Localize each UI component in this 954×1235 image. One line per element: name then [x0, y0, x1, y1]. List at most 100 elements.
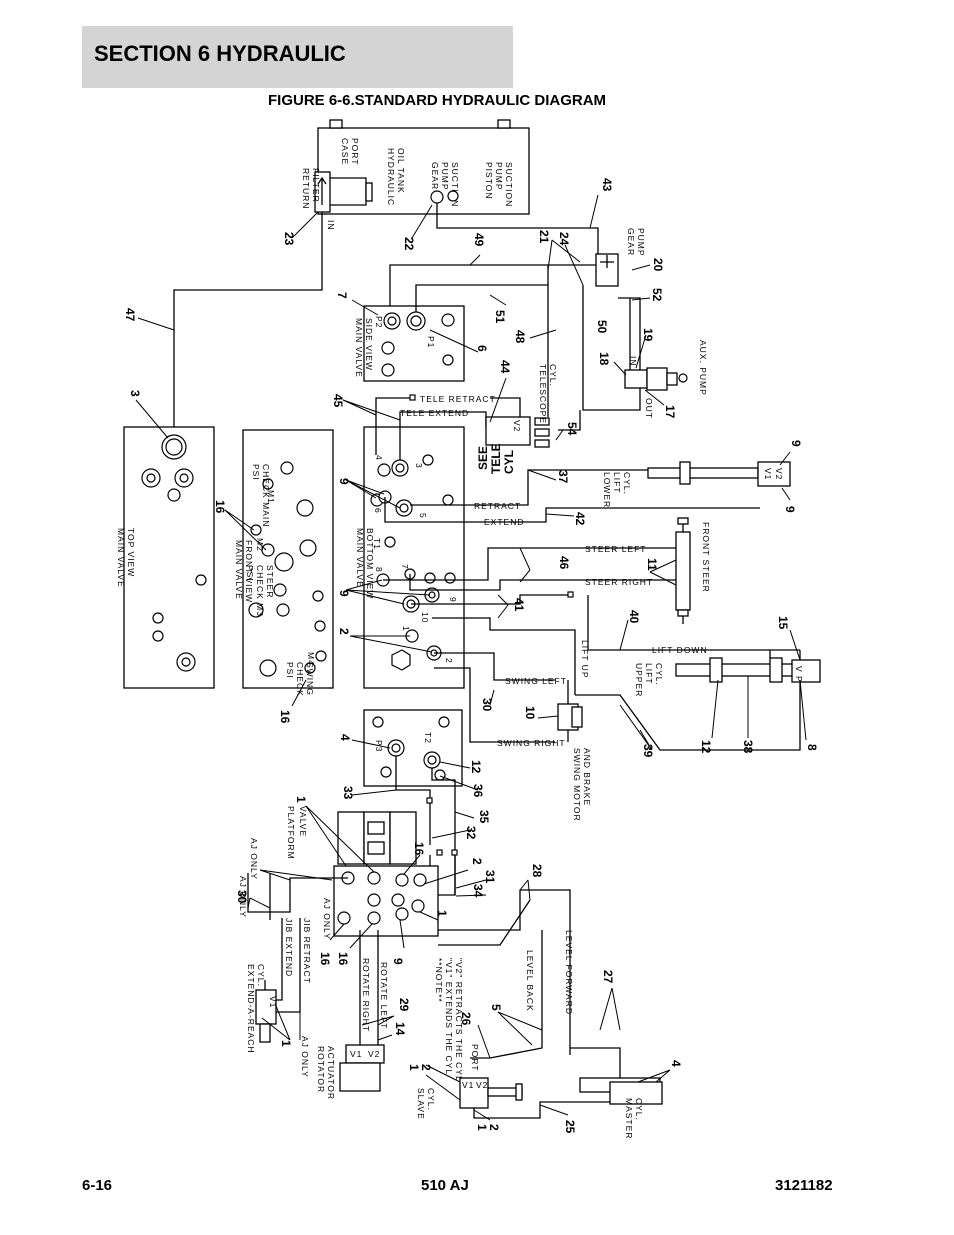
svg-text:AJ ONLY: AJ ONLY [249, 838, 259, 880]
callout-30b: 30 [235, 890, 249, 904]
figure-title: FIGURE 6-6.STANDARD HYDRAULIC DIAGRAM [268, 92, 607, 109]
callout-5: 5 [489, 1004, 503, 1011]
svg-text:MAIN VALVEBOTTOM VIEW: MAIN VALVEBOTTOM VIEW [355, 528, 375, 599]
callout-16: 16 [213, 500, 227, 514]
callout-9e: 9 [391, 958, 405, 965]
svg-text:SLAVECYL.: SLAVECYL. [416, 1088, 436, 1120]
svg-text:2: 2 [444, 658, 454, 664]
callout-24: 24 [557, 232, 571, 246]
callout-1: 1 [294, 796, 308, 803]
rotator-actuator: V1 V2 ROTATORACTUATOR [316, 1044, 385, 1100]
callout-11: 11 [645, 558, 659, 571]
svg-text:P1: P1 [426, 336, 436, 348]
extend-a-reach-cylinder: EXTEND-A-REACHCYL. AJ ONLY V1 [246, 964, 310, 1078]
svg-text:V2: V2 [774, 468, 784, 480]
svg-text:MAIN VALVETOP VIEW: MAIN VALVETOP VIEW [116, 528, 136, 588]
section-title: SECTION 6 HYDRAULIC [94, 41, 346, 66]
svg-text:V1: V1 [268, 996, 278, 1008]
callout-47: 47 [123, 308, 137, 322]
svg-text:LOWERLIFTCYL.: LOWERLIFTCYL. [602, 472, 632, 508]
svg-text:V2: V2 [512, 420, 522, 432]
callout-31: 31 [483, 870, 497, 884]
callout-7: 7 [335, 292, 349, 299]
svg-text:M1: M1 [266, 490, 276, 504]
svg-text:T2: T2 [423, 732, 433, 744]
callout-16d: 16 [318, 952, 332, 966]
callout-46: 46 [557, 556, 571, 570]
callout-1e: 1 [279, 1040, 293, 1047]
callout-16b: 16 [278, 710, 292, 724]
callout-1b: 1 [435, 910, 449, 917]
callout-1d: 1 [475, 1124, 489, 1131]
callout-33: 33 [341, 786, 355, 800]
svg-text:3: 3 [414, 463, 424, 469]
svg-text:M4: M4 [306, 652, 316, 666]
svg-text:LEVEL BACK: LEVEL BACK [525, 950, 535, 1012]
return-filter-label: RETURNFILTER [301, 168, 321, 209]
callout-4b: 4 [669, 1060, 683, 1067]
callout-23: 23 [282, 232, 296, 246]
svg-text:GEARPUMP: GEARPUMP [626, 228, 646, 257]
svg-text:MAIN VALVESIDE VIEW: MAIN VALVESIDE VIEW [354, 318, 374, 378]
callout-32: 32 [464, 826, 478, 840]
callout-39: 39 [641, 744, 655, 758]
svg-text:PSICHECK MAIN: PSICHECK MAIN [251, 464, 271, 527]
callout-8: 8 [805, 744, 819, 751]
callout-19: 19 [641, 328, 655, 342]
piston-pump-suction-label: PISTONPUMPSUCTION [484, 162, 514, 207]
callout-25: 25 [563, 1120, 577, 1134]
callout-12: 12 [699, 740, 713, 754]
svg-text:SWING LEFT: SWING LEFT [505, 676, 567, 686]
callout-29: 29 [397, 998, 411, 1012]
callout-51: 51 [493, 310, 507, 324]
callout-4: 4 [338, 734, 352, 741]
section-header-band [82, 26, 513, 88]
svg-text:ROTATE LEFT: ROTATE LEFT [379, 962, 389, 1029]
svg-text:10: 10 [420, 612, 430, 623]
svg-text:JIB RETRACT: JIB RETRACT [302, 918, 312, 984]
main-valve-front-view: MAIN VALVEFRONT VIEW PSICHECK MAIN M1 PS… [234, 429, 334, 697]
callout-17: 17 [663, 405, 677, 419]
svg-text:6: 6 [373, 508, 383, 514]
callout-18: 18 [597, 352, 611, 366]
svg-text:V2: V2 [476, 1080, 488, 1090]
callout-1c: 1 [407, 1064, 421, 1071]
callout-9b: 9 [783, 506, 797, 513]
svg-text:RETRACT: RETRACT [474, 501, 521, 511]
page-number: 6-16 [82, 1177, 113, 1194]
callout-38: 38 [741, 740, 755, 754]
svg-text:1: 1 [401, 626, 411, 632]
callout-3: 3 [128, 390, 142, 397]
svg-text:AUX. PUMP: AUX. PUMP [698, 340, 708, 396]
callout-numbers: 43 23 22 49 21 24 20 52 7 51 50 48 6 19 … [123, 178, 819, 1134]
svg-text:AJ ONLY: AJ ONLY [322, 898, 332, 940]
svg-text:AJ ONLY: AJ ONLY [300, 1036, 310, 1078]
callout-16c: 16 [412, 842, 426, 856]
callout-49: 49 [472, 233, 486, 247]
callout-36: 36 [471, 784, 485, 798]
svg-text:STEER RIGHT: STEER RIGHT [585, 577, 653, 587]
svg-text:V P: V P [794, 666, 804, 683]
svg-text:SWING MOTORAND BRAKE: SWING MOTORAND BRAKE [572, 748, 592, 822]
svg-text:ROTATORACTUATOR: ROTATORACTUATOR [316, 1046, 336, 1100]
svg-text:TELE EXTEND: TELE EXTEND [400, 408, 469, 418]
main-valve-top-view: MAIN VALVETOP VIEW [116, 426, 215, 689]
svg-text:UPPERLIFTCYL.: UPPERLIFTCYL. [634, 663, 664, 697]
gear-pump-suction-label: GEARPUMPSUCTION [430, 162, 460, 207]
callout-21: 21 [537, 230, 551, 244]
svg-text:EXTEND-A-REACHCYL.: EXTEND-A-REACHCYL. [246, 964, 266, 1054]
svg-text:OUT: OUT [644, 398, 654, 419]
callout-22: 22 [402, 237, 416, 251]
svg-text:P2: P2 [374, 316, 384, 328]
svg-text:JIB EXTEND: JIB EXTEND [284, 918, 294, 977]
callout-2: 2 [337, 628, 351, 635]
svg-text:PORT: PORT [470, 1044, 480, 1071]
svg-text:**NOTE**"V1" EXTENDS THE CYL"V: **NOTE**"V1" EXTENDS THE CYL"V2" RETRACT… [434, 958, 464, 1082]
callout-40: 40 [627, 610, 641, 624]
front-steer-cylinder: FRONT STEER [675, 517, 711, 624]
callout-20: 20 [651, 258, 665, 272]
callout-12b: 12 [469, 760, 483, 774]
gear-pump: GEARPUMP [595, 228, 646, 287]
